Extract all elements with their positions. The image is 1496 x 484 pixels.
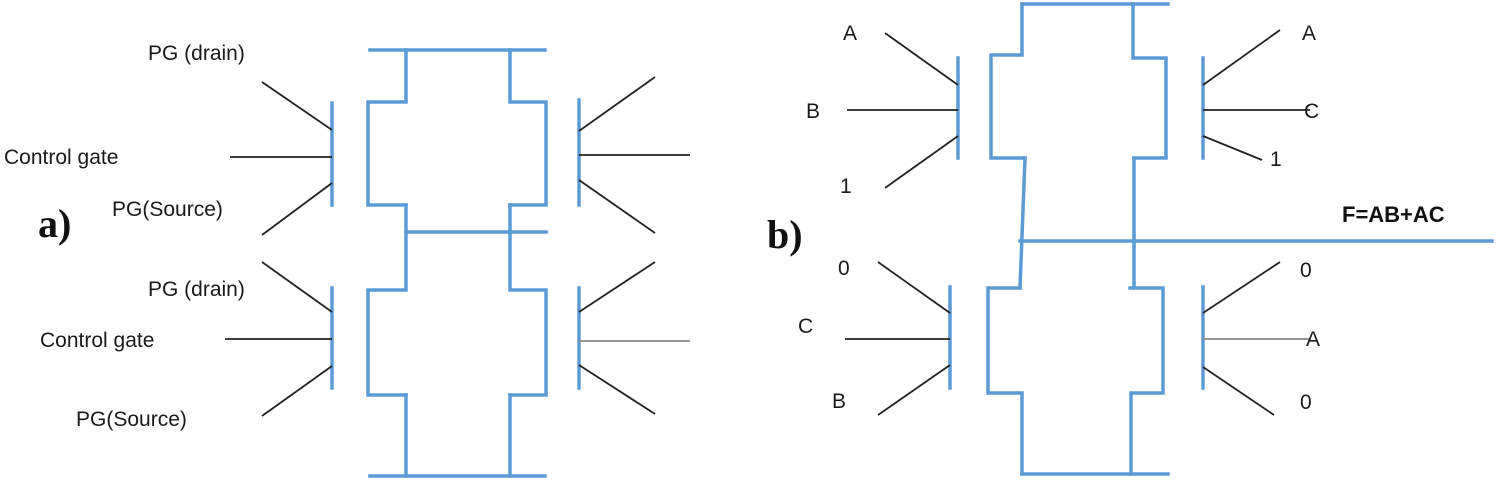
panel-b-tr-source-label: 1 bbox=[1270, 148, 1282, 171]
panel-a-tag: a) bbox=[38, 201, 71, 246]
panel-b-br-source-label: 0 bbox=[1300, 391, 1312, 414]
panel-a: PG (drain) Control gate PG(Source) PG (d… bbox=[4, 42, 690, 478]
panel-a-br-source-lead bbox=[578, 364, 656, 415]
panel-b-tl-source-lead bbox=[884, 135, 959, 189]
panel-a-top-drain-label: PG (drain) bbox=[148, 42, 245, 65]
panel-b-br-source-lead bbox=[1202, 366, 1275, 416]
panel-b-bl-drain-lead bbox=[877, 261, 951, 314]
panel-b-output-label: F=AB+AC bbox=[1342, 202, 1445, 227]
panel-b-bl-source-label: B bbox=[832, 390, 846, 413]
panel-a-tr-source-lead bbox=[578, 179, 656, 234]
panel-b-left-bottom-channel bbox=[986, 286, 1024, 476]
panel-b-br-drain-lead bbox=[1202, 261, 1281, 314]
panel-b-tr-drain-lead bbox=[1202, 29, 1281, 86]
panel-b-br-control-label: A bbox=[1306, 328, 1320, 351]
panel-b-tag: b) bbox=[767, 212, 803, 257]
panel-b-tl-drain-label: A bbox=[843, 22, 857, 45]
panel-a-bottom-drain-label: PG (drain) bbox=[148, 278, 245, 301]
panel-b-bl-source-lead bbox=[877, 364, 951, 416]
panel-a-right-top-channel bbox=[508, 48, 548, 207]
panel-b-tr-control-label: C bbox=[1304, 100, 1319, 123]
panel-b-right-top-channel bbox=[1131, 2, 1168, 160]
panel-b-left-top-channel bbox=[989, 2, 1027, 160]
panel-a-bl-drain-lead bbox=[261, 261, 333, 313]
panel-a-br-drain-lead bbox=[578, 261, 656, 313]
panel-a-mid-node bbox=[404, 203, 548, 234]
panel-a-right-bottom-channel bbox=[508, 203, 548, 397]
panel-b-bl-drain-label: 0 bbox=[838, 257, 850, 280]
panel-a-tr-drain-lead bbox=[578, 76, 656, 132]
panel-a-top-source-label: PG(Source) bbox=[112, 198, 223, 221]
panel-a-bottom-source-label: PG(Source) bbox=[76, 408, 187, 431]
panel-a-tl-source-lead bbox=[261, 182, 333, 236]
panel-b-tr-drain-label: A bbox=[1302, 22, 1316, 45]
panel-b-left-drop bbox=[1018, 156, 1027, 290]
panel-a-bottom-control-label: Control gate bbox=[40, 329, 154, 352]
panel-b-tl-control-label: B bbox=[806, 100, 820, 123]
panel-a-tl-drain-lead bbox=[261, 81, 333, 131]
panel-b-tl-source-label: 1 bbox=[840, 175, 852, 198]
panel-a-left-bottom-channel bbox=[366, 230, 408, 397]
panel-b-tr-source-lead bbox=[1202, 135, 1263, 161]
panel-a-top-control-label: Control gate bbox=[4, 146, 118, 169]
panel-a-left-top-channel bbox=[366, 48, 408, 207]
panel-a-bl-source-lead bbox=[261, 365, 333, 417]
panel-b: A B 1 A C 1 0 C B 0 A 0 F=AB+AC b) bbox=[767, 2, 1494, 476]
panel-b-tl-drain-lead bbox=[884, 32, 959, 86]
panel-b-bl-control-label: C bbox=[798, 315, 813, 338]
panel-b-br-drain-label: 0 bbox=[1300, 259, 1312, 282]
panel-b-right-bottom-channel bbox=[1128, 286, 1165, 476]
panel-a-bottom-legs bbox=[404, 393, 512, 478]
